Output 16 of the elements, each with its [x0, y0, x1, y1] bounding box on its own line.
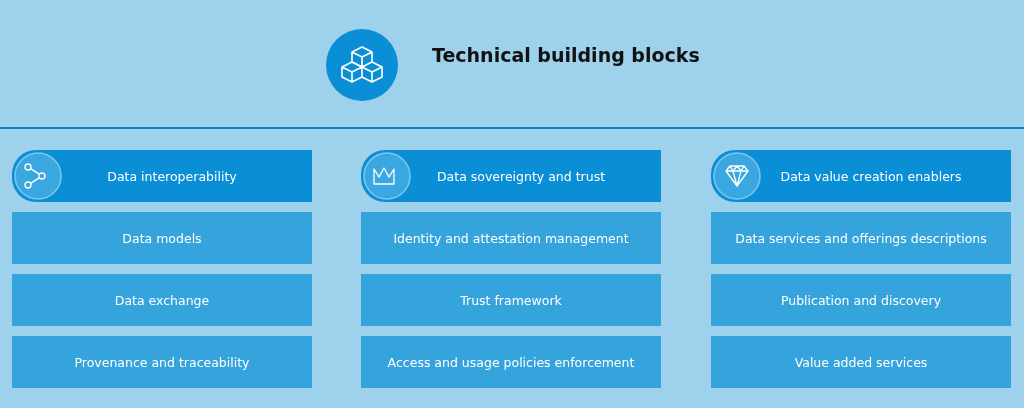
- category-header-bar: [361, 150, 661, 202]
- building-block-card: Data models: [12, 212, 312, 264]
- building-block-card: Data exchange: [12, 274, 312, 326]
- building-block-card: Value added services: [711, 336, 1011, 388]
- building-block-card: Trust framework: [361, 274, 661, 326]
- title: Technical building blocks: [432, 44, 700, 66]
- building-block-card: Publication and discovery: [711, 274, 1011, 326]
- building-block-card: Provenance and traceability: [12, 336, 312, 388]
- building-block-card: Data services and offerings descriptions: [711, 212, 1011, 264]
- building-block-card: Identity and attestation management: [361, 212, 661, 264]
- category-heading: Data interoperability: [106, 168, 237, 184]
- category-header-bar: [711, 150, 1011, 202]
- category-heading: Data sovereignty and trust: [435, 168, 606, 184]
- building-block-card: Access and usage policies enforcement: [361, 336, 661, 388]
- category-heading: Data value creation enablers: [779, 168, 962, 184]
- category-header-bar: [12, 150, 312, 202]
